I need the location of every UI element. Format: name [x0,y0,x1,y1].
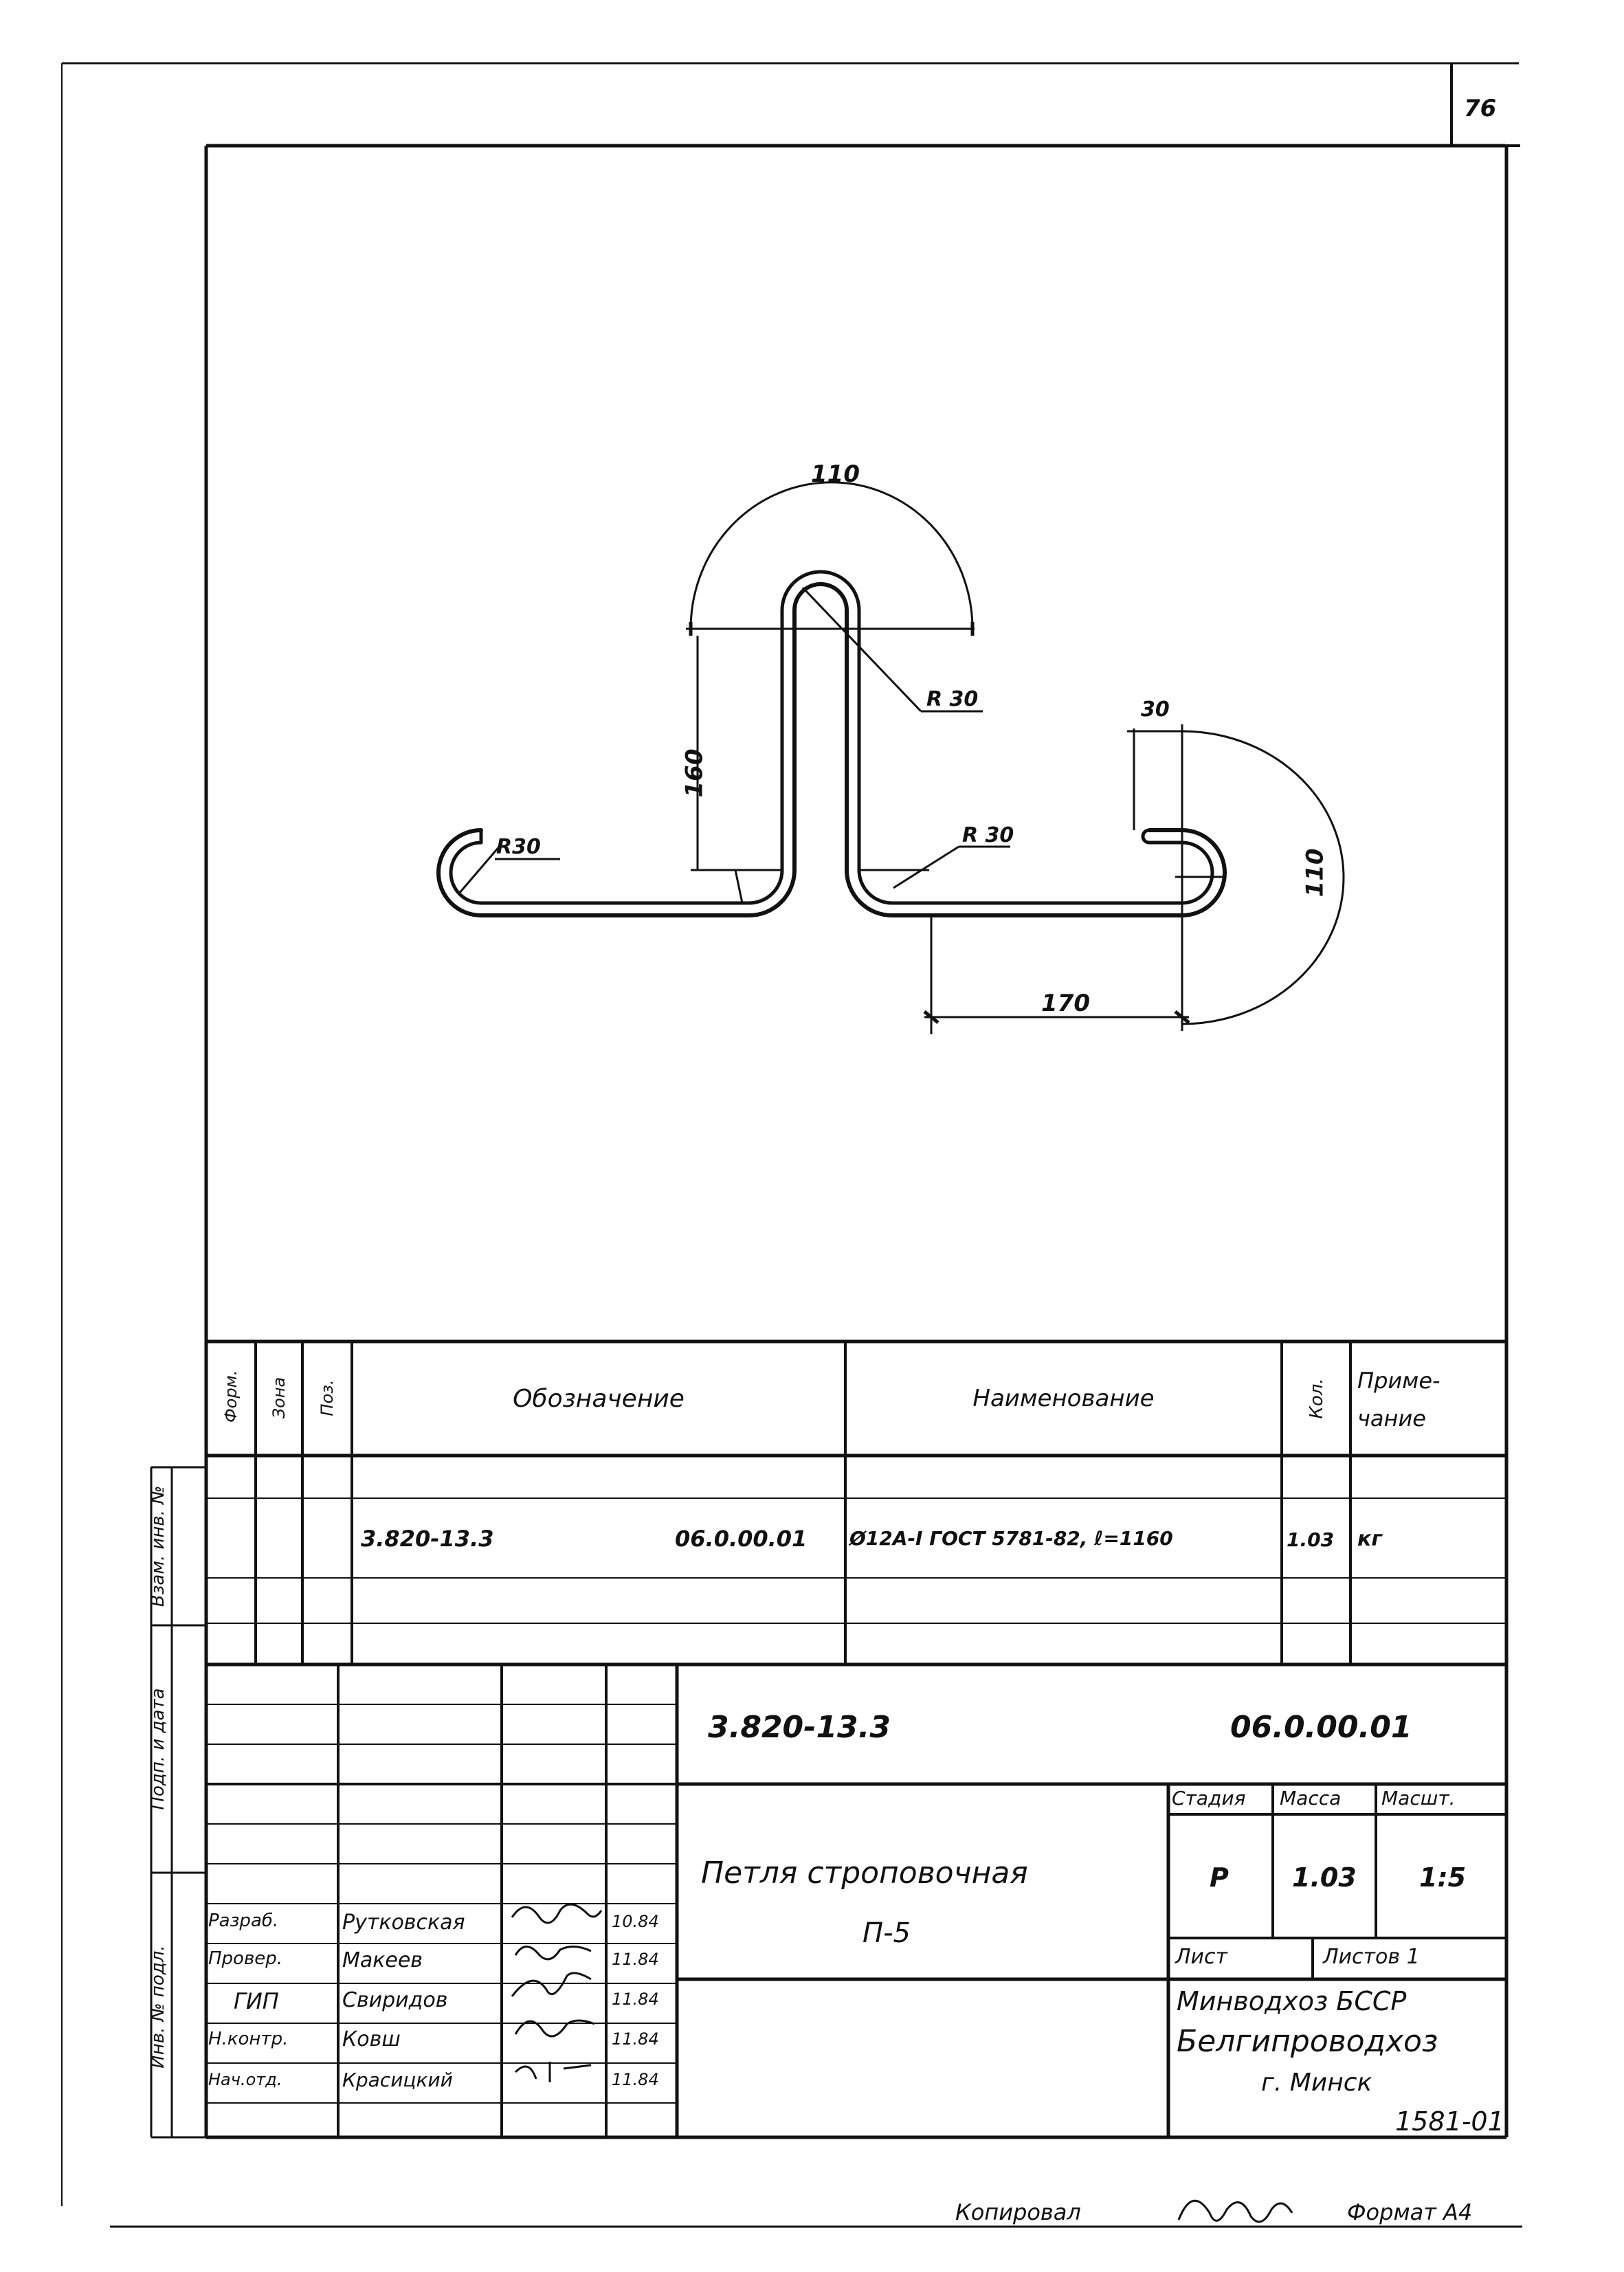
header-format: Форм. [221,1370,241,1423]
sheet-label: Лист [1175,1945,1228,1969]
dim-right-arc: 110 [1301,848,1329,898]
dim-top-arc: 110 [811,460,860,488]
code-right: 06.0.00.01 [1230,1710,1412,1745]
dimension-lines [458,481,1345,1034]
mass-label: Масса [1280,1787,1342,1809]
signer-date: 10.84 [612,1912,659,1931]
org-line-1: Минводхоз БССР [1177,1986,1407,2016]
signatures [511,1903,1293,2223]
dim-vertical: 160 [680,748,709,798]
row-designation-left: 3.820-13.3 [361,1526,494,1552]
stage-value: Р [1210,1862,1229,1893]
copied-label: Копировал [955,2199,1081,2225]
mass-value: 1.03 [1292,1862,1357,1893]
row-qty: 1.03 [1287,1528,1335,1551]
signer-name: Макеев [342,1948,423,1972]
title-line-1: Петля строповочная [701,1856,1028,1891]
title-line-2: П-5 [863,1917,911,1949]
stage-label: Стадия [1172,1787,1246,1809]
org-line-3: г. Минск [1261,2069,1372,2097]
scale-label: Масшт. [1381,1787,1456,1809]
signer-role: ГИП [234,1988,279,2014]
signer-date: 11.84 [612,1950,659,1969]
side-label-vzam: Взам. инв. № [148,1485,168,1607]
page-number: 76 [1464,95,1497,122]
signer-date: 11.84 [612,1990,659,2009]
dim-hook: 30 [1141,698,1170,722]
header-name: Наименование [972,1385,1155,1412]
row-designation-right: 06.0.00.01 [675,1526,808,1552]
dim-radius-top: R 30 [926,687,979,711]
sheets-label: Листов 1 [1323,1945,1420,1969]
row-note: кг [1357,1527,1383,1551]
signer-name: Ковш [342,2027,401,2051]
signer-role: Н.контр. [208,2029,289,2049]
signer-date: 11.84 [612,2070,659,2089]
signer-role: Провер. [208,1948,283,1969]
signer-date: 11.84 [612,2029,659,2049]
header-note-1: Приме- [1357,1368,1441,1394]
signer-role: Нач.отд. [208,2070,282,2089]
header-qty: Кол. [1306,1378,1327,1419]
signer-name: Свиридов [342,1988,448,2012]
code-left: 3.820-13.3 [708,1710,891,1745]
side-label-podp: Подп. и дата [148,1688,168,1810]
scale-value: 1:5 [1419,1862,1467,1893]
header-pos: Поз. [318,1379,337,1416]
signer-role: Разраб. [208,1911,279,1931]
side-label-inv: Инв. № подл. [148,1945,168,2069]
doc-number: 1581-01 [1395,2106,1504,2137]
lifting-loop-drawing [436,570,1227,917]
dim-radius-right: R 30 [962,823,1014,847]
row-name: Ø12А-I ГОСТ 5781-82, ℓ=1160 [849,1527,1173,1550]
header-zone: Зона [269,1377,289,1419]
dim-radius-left: R30 [496,835,541,859]
format-label: Формат А4 [1347,2199,1473,2225]
header-note-2: чание [1357,1405,1426,1432]
dim-bottom: 170 [1041,990,1090,1017]
header-designation: Обозначение [513,1385,685,1413]
signer-name: Рутковская [342,1911,465,1935]
org-line-2: Белгипроводхоз [1177,2024,1438,2059]
signer-name: Красицкий [342,2069,453,2091]
